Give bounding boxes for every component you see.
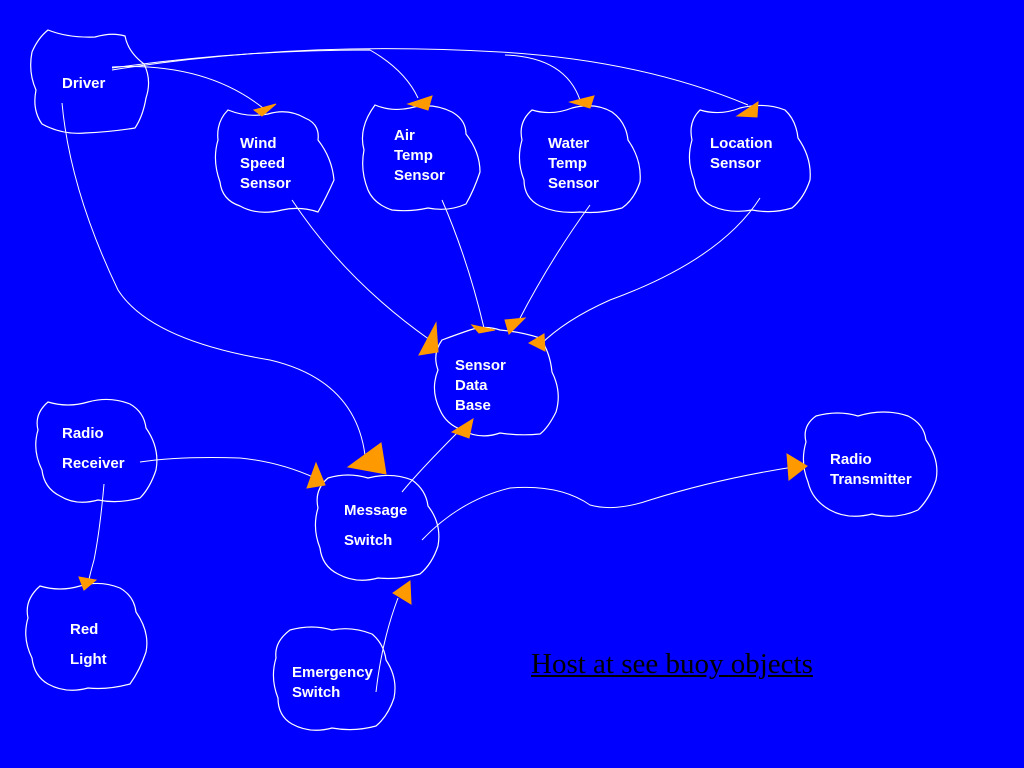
arrowhead-message-from-emergency [392, 580, 412, 605]
link-wind-speed-database [291, 199, 431, 341]
link-radio-receiver-red-light [87, 483, 105, 585]
arrowhead-water-temp [568, 95, 595, 109]
link-radio-receiver-message-switch [139, 457, 316, 479]
water-temp-sensor-node [518, 105, 641, 214]
arrowhead-message-from-driver [346, 442, 387, 475]
location-sensor-node [688, 104, 811, 213]
wind-speed-sensor-node [214, 109, 335, 213]
sensor-data-base-node [433, 326, 559, 437]
arrowhead-message-from-receiver [306, 461, 326, 489]
radio-transmitter-node [802, 411, 938, 517]
link-air-temp-database [441, 199, 485, 329]
arrowhead-red-light [78, 576, 98, 591]
location-sensor-label: Location Sensor [710, 135, 773, 172]
link-emergency-switch-message-switch [375, 597, 399, 693]
driver-node [30, 29, 150, 134]
link-driver-message-switch [61, 102, 366, 456]
air-temp-sensor-node [361, 104, 481, 212]
arrowhead-database-air [470, 324, 496, 334]
message-switch-node [314, 474, 440, 581]
arrowhead-location [735, 101, 759, 118]
sensor-data-base-label: Sensor Data Base [455, 357, 506, 414]
arrowhead-wind-speed [252, 103, 277, 117]
red-light-label: Red Light [70, 621, 107, 668]
link-message-switch-database [401, 427, 463, 493]
link-driver-location [111, 48, 749, 106]
link-driver-water-temp [504, 54, 581, 101]
driver-label: Driver [62, 75, 106, 92]
diagram-caption: Host at see buoy objects [531, 648, 813, 680]
arrowhead-air-temp [406, 95, 433, 111]
wind-speed-sensor-label: Wind Speed Sensor [240, 135, 291, 192]
link-driver-wind-speed [111, 66, 264, 109]
arrowhead-database-water [504, 317, 527, 335]
emergency-switch-node [272, 626, 396, 731]
water-temp-sensor-label: Water Temp Sensor [548, 135, 599, 192]
arrowhead-database-wind [418, 321, 439, 356]
air-temp-sensor-label: Air Temp Sensor [394, 127, 445, 184]
link-driver-air-temp [111, 49, 419, 99]
link-location-database [539, 197, 761, 346]
link-message-switch-radio-transmitter [421, 465, 801, 541]
arrowhead-database-message [450, 417, 474, 439]
radio-transmitter-label: Radio Transmitter [830, 451, 912, 488]
radio-receiver-label: Radio Receiver [62, 425, 125, 472]
red-light-node [25, 582, 148, 691]
emergency-switch-label: Emergency Switch [292, 664, 373, 701]
message-switch-label: Message Switch [344, 502, 408, 549]
arrowhead-radio-transmitter [786, 453, 808, 481]
radio-receiver-node [35, 398, 158, 503]
link-water-temp-database [517, 204, 591, 323]
arrowhead-database-location [527, 333, 546, 352]
